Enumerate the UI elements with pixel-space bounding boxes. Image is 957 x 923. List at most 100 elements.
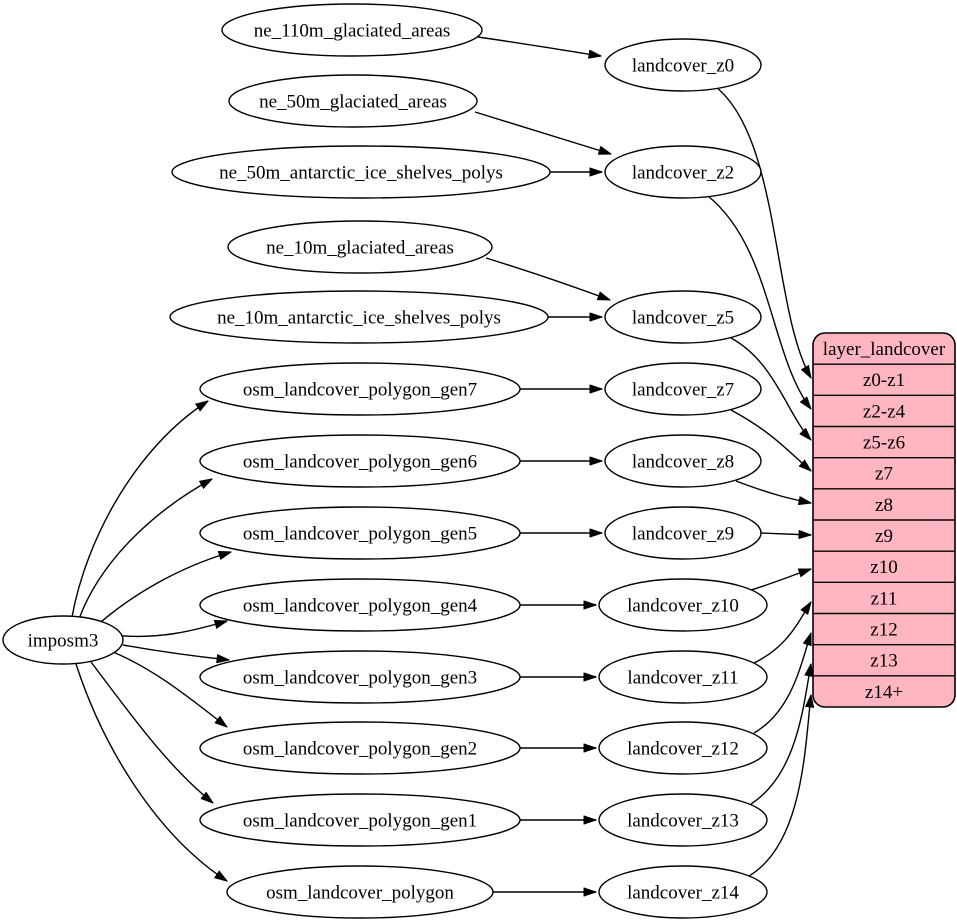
edge-imposm3-to-gen6 [78, 479, 212, 620]
node-ellipse [598, 650, 768, 704]
node-osm-landcover-polygon-gen4: osm_landcover_polygon_gen4 [199, 578, 521, 632]
node-ellipse [199, 362, 521, 416]
node-ne-110m-glaciated-areas: ne_110m_glaciated_areas [221, 3, 483, 57]
edge-z0-to-row-z0-z1 [715, 86, 811, 378]
edge-imposm3-to-gen1 [90, 661, 213, 803]
node-label: landcover_z2 [632, 163, 734, 184]
node-ellipse [227, 220, 493, 274]
node-label: landcover_z9 [632, 524, 734, 545]
node-label: landcover_z12 [627, 739, 739, 760]
edge-z5-to-row-z5-z6 [730, 337, 811, 440]
node-ne-10m-glaciated-areas: ne_10m_glaciated_areas [227, 220, 493, 274]
node-ellipse [604, 290, 762, 344]
node-landcover-z14: landcover_z14 [598, 865, 768, 919]
node-label: osm_landcover_polygon_gen4 [243, 596, 478, 617]
edge-imposm3-to-gen5 [93, 552, 231, 629]
node-ellipse [169, 290, 549, 344]
node-landcover-z13: landcover_z13 [598, 793, 768, 847]
edge-z13-to-row-z13 [750, 664, 811, 805]
node-label: landcover_z11 [627, 668, 738, 689]
edge-z2-to-row-z2-z4 [707, 195, 811, 409]
node-landcover-z11: landcover_z11 [598, 650, 768, 704]
node-label: ne_50m_glaciated_areas [259, 92, 447, 113]
edge-ne50m-glaciated-to-z2 [474, 111, 611, 154]
node-label: landcover_z10 [627, 596, 739, 617]
edge-imposm3-to-gen3 [122, 644, 229, 660]
node-landcover-z9: landcover_z9 [604, 506, 762, 560]
table-row-z14plus: z14+ [865, 682, 903, 703]
edge-imposm3-to-gen7 [71, 401, 208, 618]
node-landcover-z8: landcover_z8 [604, 434, 762, 488]
node-label: ne_10m_antarctic_ice_shelves_polys [217, 308, 501, 329]
node-ellipse [598, 578, 768, 632]
node-label: osm_landcover_polygon_gen5 [243, 524, 477, 545]
node-osm-landcover-polygon-gen7: osm_landcover_polygon_gen7 [199, 362, 521, 416]
table-row-z12: z12 [870, 620, 897, 641]
table-row-z13: z13 [870, 651, 897, 672]
table-row-z9: z9 [875, 526, 893, 547]
node-label: landcover_z14 [627, 883, 739, 904]
node-osm-landcover-polygon-gen6: osm_landcover_polygon_gen6 [199, 434, 521, 488]
node-landcover-z7: landcover_z7 [604, 362, 762, 416]
node-imposm3: imposm3 [2, 615, 124, 665]
table-row-z0-z1: z0-z1 [863, 370, 905, 391]
edge-z10-to-row-z10 [747, 568, 811, 592]
node-ellipse [598, 793, 768, 847]
node-ellipse [598, 865, 768, 919]
table-row-z7: z7 [875, 464, 893, 485]
node-ellipse [604, 434, 762, 488]
node-ne-50m-glaciated-areas: ne_50m_glaciated_areas [228, 74, 478, 128]
node-landcover-z5: landcover_z5 [604, 290, 762, 344]
node-label: osm_landcover_polygon_gen1 [243, 811, 477, 832]
node-ellipse [228, 74, 478, 128]
layer-landcover-table: layer_landcover z0-z1 z2-z4 z5-z6 z7 z8 … [812, 332, 956, 708]
node-label: osm_landcover_polygon_gen3 [243, 668, 477, 689]
table-row-z2-z4: z2-z4 [863, 401, 906, 422]
node-label: landcover_z5 [632, 308, 734, 329]
table-row-z8: z8 [875, 495, 893, 516]
node-label: osm_landcover_polygon [266, 883, 454, 904]
edge-z7-to-row-z7 [730, 409, 811, 471]
table-title: layer_landcover [823, 339, 946, 360]
node-ellipse [604, 38, 762, 92]
node-label: landcover_z8 [632, 452, 734, 473]
edge-group [71, 36, 812, 892]
node-landcover-z10: landcover_z10 [598, 578, 768, 632]
edge-z14-to-row-z14plus [748, 695, 811, 877]
node-ellipse [604, 362, 762, 416]
node-label: ne_10m_glaciated_areas [266, 238, 454, 259]
edge-z11-to-row-z11 [751, 602, 811, 665]
table-row-z10: z10 [870, 557, 897, 578]
node-label: ne_110m_glaciated_areas [254, 21, 451, 42]
node-osm-landcover-polygon-gen3: osm_landcover_polygon_gen3 [199, 650, 521, 704]
node-ellipse [226, 865, 494, 919]
node-ellipse [199, 721, 521, 775]
edge-ne10m-glaciated-to-z5 [485, 257, 610, 301]
node-label: ne_50m_antarctic_ice_shelves_polys [219, 163, 503, 184]
edge-ne110m-glaciated-to-z0 [477, 36, 601, 56]
node-ellipse [171, 145, 551, 199]
edge-z9-to-row-z9 [760, 533, 811, 535]
node-ellipse [604, 506, 762, 560]
node-label: landcover_z0 [632, 56, 734, 77]
edge-z12-to-row-z12 [753, 633, 812, 734]
node-ellipse [221, 3, 483, 57]
node-ellipse [199, 650, 521, 704]
node-ellipse [199, 793, 521, 847]
table-row-z11: z11 [871, 588, 898, 609]
edge-imposm3-to-gen2 [112, 651, 227, 727]
edge-imposm3-to-gen4 [111, 621, 227, 638]
node-ellipse [598, 721, 768, 775]
node-ellipse [199, 506, 521, 560]
node-osm-landcover-polygon-gen5: osm_landcover_polygon_gen5 [199, 506, 521, 560]
node-label: osm_landcover_polygon_gen2 [243, 739, 477, 760]
node-ellipse [199, 434, 521, 488]
node-ellipse [2, 615, 124, 665]
node-ne-10m-antarctic-ice-shelves-polys: ne_10m_antarctic_ice_shelves_polys [169, 290, 549, 344]
table-row-z5-z6: z5-z6 [863, 433, 905, 454]
node-label: landcover_z13 [627, 811, 739, 832]
node-ellipse [199, 578, 521, 632]
node-osm-landcover-polygon: osm_landcover_polygon [226, 865, 494, 919]
